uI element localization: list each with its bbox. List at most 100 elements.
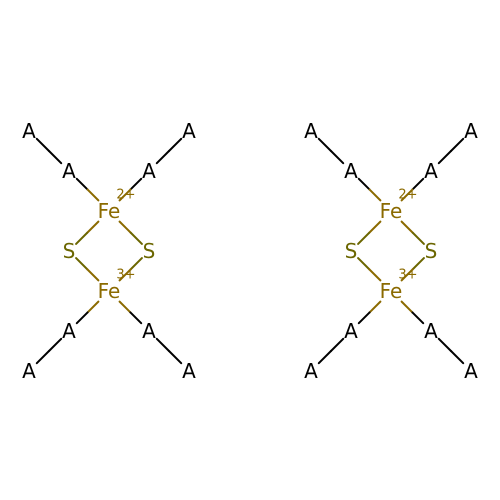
atom-label: A (464, 119, 478, 143)
bond-segment (118, 220, 132, 234)
bond-m2-s1-fe2 (357, 257, 382, 282)
atom-m2-a2: A (344, 159, 358, 183)
atom-label: Fe (380, 279, 403, 303)
bond-m1-s1-fe2 (75, 257, 100, 282)
bond-segment (411, 231, 425, 245)
atom-m1-a8: A (182, 359, 196, 383)
bond-segment (357, 177, 371, 191)
atom-label: A (22, 119, 36, 143)
bond-segment (75, 257, 89, 271)
bond-m2-fe1-s1 (357, 220, 382, 245)
atom-m2-s1: S (345, 239, 358, 263)
bond-segment (411, 311, 425, 325)
bond-segment (75, 231, 89, 245)
atom-label: A (62, 159, 76, 183)
bond-segment (400, 268, 414, 282)
bond-segment (155, 150, 170, 165)
atom-label: S (345, 239, 358, 263)
atom-label: A (142, 319, 156, 343)
bond-m2-a4-fe1 (400, 177, 425, 202)
bond-segment (437, 150, 452, 165)
bond-m1-a1-a2 (35, 137, 63, 165)
atom-label: A (304, 119, 318, 143)
atom-m1-s1: S (63, 239, 76, 263)
atom-m2-a1: A (304, 119, 318, 143)
atom-label: S (63, 239, 76, 263)
atom-label: A (424, 319, 438, 343)
bond-m1-s2-fe2 (118, 257, 143, 282)
bond-segment (450, 137, 465, 152)
bond-m2-fe1-s2 (400, 220, 425, 245)
atom-m2-fe2: Fe3+ (380, 268, 418, 304)
bond-segment (118, 188, 132, 202)
bond-segment (437, 337, 452, 352)
bond-segment (35, 350, 50, 365)
bond-segment (86, 188, 100, 202)
atom-m1-a1: A (22, 119, 36, 143)
bond-segment (317, 350, 332, 365)
bond-segment (118, 300, 132, 314)
atom-m1-s2: S (143, 239, 156, 263)
atom-m2-a6: A (424, 319, 438, 343)
bond-segment (168, 137, 183, 152)
atom-m2-s2: S (425, 239, 438, 263)
atom-m1-a3: A (182, 119, 196, 143)
atom-m1-a7: A (22, 359, 36, 383)
atom-m2-a3: A (464, 119, 478, 143)
bond-segment (118, 268, 132, 282)
bond-segment (168, 350, 183, 365)
bond-segment (400, 220, 414, 234)
bonds-layer (35, 137, 465, 365)
bond-segment (317, 137, 332, 152)
atom-label: A (304, 359, 318, 383)
bond-segment (155, 337, 170, 352)
bond-segment (129, 177, 143, 191)
bond-segment (411, 177, 425, 191)
atom-m1-fe2: Fe3+ (98, 268, 136, 304)
bond-segment (129, 257, 143, 271)
atom-m2-a8: A (464, 359, 478, 383)
bond-m2-a5-a7 (317, 337, 345, 365)
atom-label: A (182, 119, 196, 143)
atom-label: Fe (98, 199, 121, 223)
bond-segment (35, 137, 50, 152)
bond-m2-fe2-a6 (400, 300, 425, 325)
atom-m1-a5: A (62, 319, 76, 343)
bond-segment (368, 188, 382, 202)
bond-m1-fe1-s1 (75, 220, 100, 245)
bond-segment (129, 311, 143, 325)
bond-m2-a3-a4 (437, 137, 465, 165)
bond-segment (129, 231, 143, 245)
atom-label: A (62, 319, 76, 343)
atom-m1-a6: A (142, 319, 156, 343)
bond-segment (411, 257, 425, 271)
atom-m2-a7: A (304, 359, 318, 383)
atom-label: A (142, 159, 156, 183)
bond-m2-a2-fe1 (357, 177, 382, 202)
bond-segment (368, 268, 382, 282)
bond-segment (330, 337, 345, 352)
atom-m1-a2: A (62, 159, 76, 183)
bond-m1-a4-fe1 (118, 177, 143, 202)
atom-label: A (464, 359, 478, 383)
bond-m1-a6-a8 (155, 337, 183, 365)
atom-m2-fe1: Fe2+ (380, 188, 418, 224)
bond-segment (400, 188, 414, 202)
bond-segment (357, 311, 371, 325)
atom-label: Fe (98, 279, 121, 303)
atom-label: S (425, 239, 438, 263)
bond-segment (48, 337, 63, 352)
atom-label: A (344, 319, 358, 343)
atom-label: A (344, 159, 358, 183)
atom-m1-a4: A (142, 159, 156, 183)
bond-segment (400, 300, 414, 314)
bond-segment (368, 220, 382, 234)
bond-segment (75, 177, 89, 191)
charge-label: 3+ (116, 268, 135, 283)
bond-m2-s2-fe2 (400, 257, 425, 282)
atom-label: A (22, 359, 36, 383)
bond-segment (368, 300, 382, 314)
